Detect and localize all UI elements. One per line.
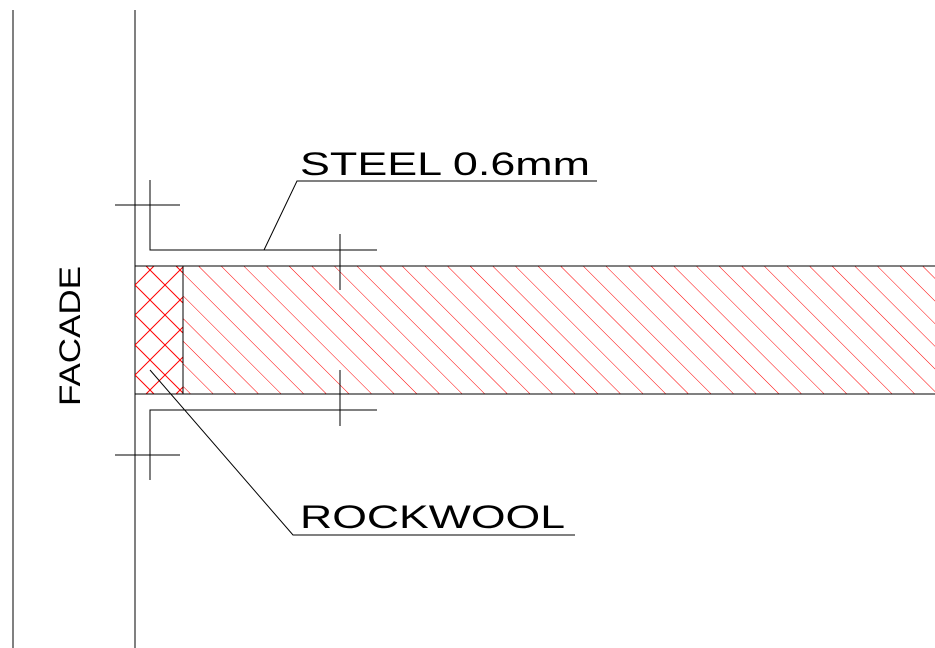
rockwool-label: ROCKWOOL	[300, 499, 565, 535]
bottom-flashing	[149, 409, 377, 480]
rockwool-leader	[149, 369, 575, 536]
steel-leader	[263, 180, 597, 251]
top-flashing	[149, 180, 377, 251]
steel-panel-hatch	[183, 266, 935, 394]
steel-label: STEEL 0.6mm	[300, 146, 590, 182]
rockwool-hatch	[135, 266, 183, 394]
facade-label: FACADE	[54, 266, 87, 406]
